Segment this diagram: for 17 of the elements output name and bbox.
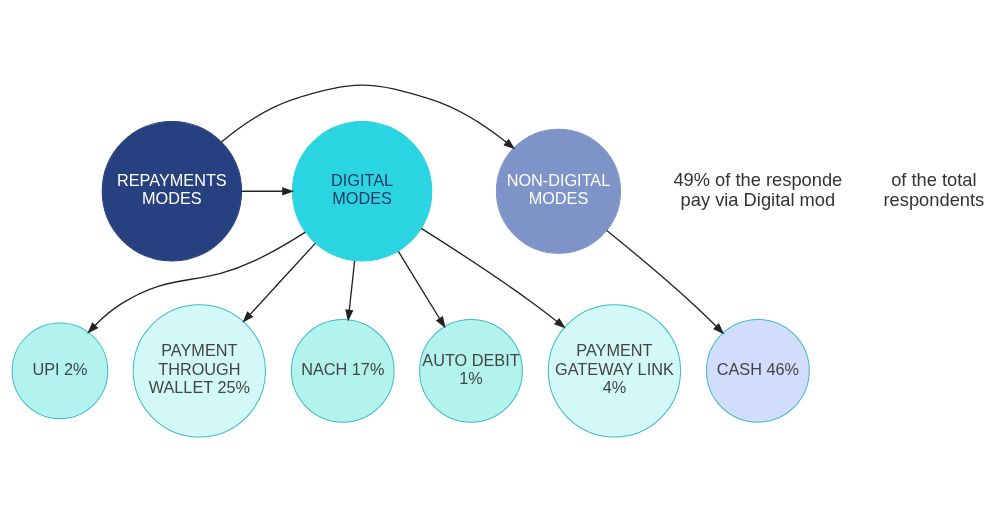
node-circle: NON-DIGITAL MODES <box>495 128 622 254</box>
arrow <box>420 227 566 329</box>
arrow <box>345 260 356 322</box>
label: of the total respondents <box>883 168 985 210</box>
arrow <box>87 231 307 334</box>
node-circle: CASH 46% <box>706 318 810 423</box>
arrow <box>220 84 516 150</box>
node-circle: NACH 17% <box>290 318 395 423</box>
node-circle: DIGITAL MODES <box>291 121 433 262</box>
node-circle: PAYMENT GATEWAY LINK 4% <box>547 304 682 438</box>
node-circle: REPAYMENTS MODES <box>101 121 243 262</box>
node-circle: PAYMENT THROUGH WALLET 25% <box>132 304 266 438</box>
arrow <box>397 250 446 329</box>
arrow <box>606 229 725 335</box>
arrow <box>241 187 295 196</box>
arrow <box>242 242 317 323</box>
label: 49% of the responde pay via Digital mod <box>673 168 843 210</box>
